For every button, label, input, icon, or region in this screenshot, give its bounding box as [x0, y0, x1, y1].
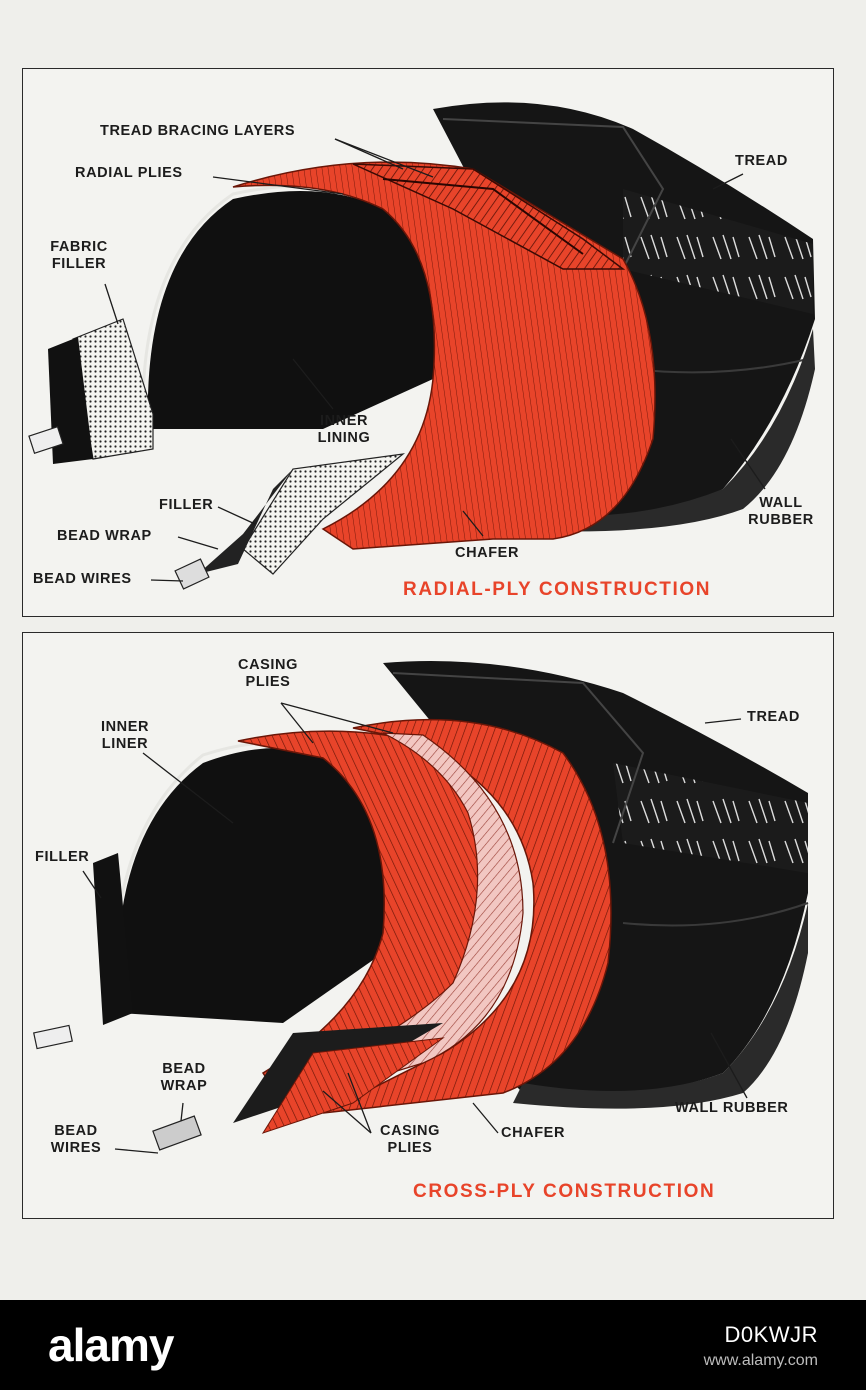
- radial-leader-lines: [104, 138, 766, 582]
- label-bead-wires: BEAD WIRES: [50, 1123, 102, 1156]
- image-id: D0KWJR: [724, 1322, 818, 1347]
- label-bead-wrap: BEAD WRAP: [57, 528, 152, 544]
- radial-tyre-illustration: [28, 102, 815, 590]
- radial-ply-caption: RADIAL-PLY CONSTRUCTION: [403, 579, 712, 600]
- cross-ply-caption: CROSS-PLY CONSTRUCTION: [413, 1181, 716, 1202]
- cross-bead-left: [33, 1024, 73, 1050]
- radial-ply-diagram-panel: TREAD BRACING LAYERS RADIAL PLIES TREAD …: [22, 68, 834, 617]
- cross-tread-pattern: [613, 763, 808, 873]
- alamy-logo: alamy: [48, 1319, 174, 1371]
- cross-wall-rubber: [513, 903, 808, 1109]
- label-filler: FILLER: [35, 849, 90, 865]
- label-wall-rubber: WALL RUBBER: [675, 1100, 789, 1116]
- label-filler: FILLER: [159, 497, 214, 513]
- stock-footer-bar: alamy D0KWJR www.alamy.com: [0, 1300, 866, 1390]
- label-bead-wrap: BEAD WRAP: [160, 1061, 208, 1094]
- label-tread: TREAD: [747, 709, 800, 725]
- label-tread: TREAD: [735, 153, 788, 169]
- label-casing-plies-top: CASING PLIES: [238, 657, 298, 690]
- cross-casing-ply-outer: [322, 718, 612, 1114]
- radial-inner-cavity: [147, 191, 435, 429]
- radial-bead-left: [28, 426, 64, 454]
- label-inner-liner: INNER LINER: [100, 719, 150, 752]
- cross-ply-diagram-panel: CASING PLIES TREAD INNER LINER FILLER BE…: [22, 632, 834, 1219]
- label-bead-wires: BEAD WIRES: [33, 571, 132, 587]
- radial-wall-rubber: [493, 329, 815, 532]
- radial-filler-bottom: [242, 453, 406, 575]
- cross-leader-lines: [82, 702, 748, 1154]
- label-radial-plies: RADIAL PLIES: [75, 165, 183, 181]
- cross-tyre-illustration: [33, 661, 809, 1154]
- label-tread-bracing-layers: TREAD BRACING LAYERS: [100, 123, 296, 139]
- label-chafer: CHAFER: [501, 1125, 566, 1141]
- radial-bead-wires-bundle: [174, 558, 210, 590]
- label-inner-lining: INNER LINING: [317, 413, 371, 446]
- label-fabric-filler: FABRIC FILLER: [50, 239, 108, 272]
- label-chafer: CHAFER: [455, 545, 520, 561]
- cross-bead-wrap-loose: [152, 1115, 202, 1151]
- label-casing-plies-bottom: CASING PLIES: [380, 1123, 440, 1156]
- radial-tread-pattern: [623, 189, 813, 314]
- cross-filler-left: [93, 853, 133, 1025]
- footer-url: www.alamy.com: [703, 1352, 818, 1369]
- radial-tread-bracing-layers: [352, 163, 626, 270]
- cross-inner-cavity: [117, 748, 385, 1023]
- label-wall-rubber: WALL RUBBER: [748, 495, 814, 528]
